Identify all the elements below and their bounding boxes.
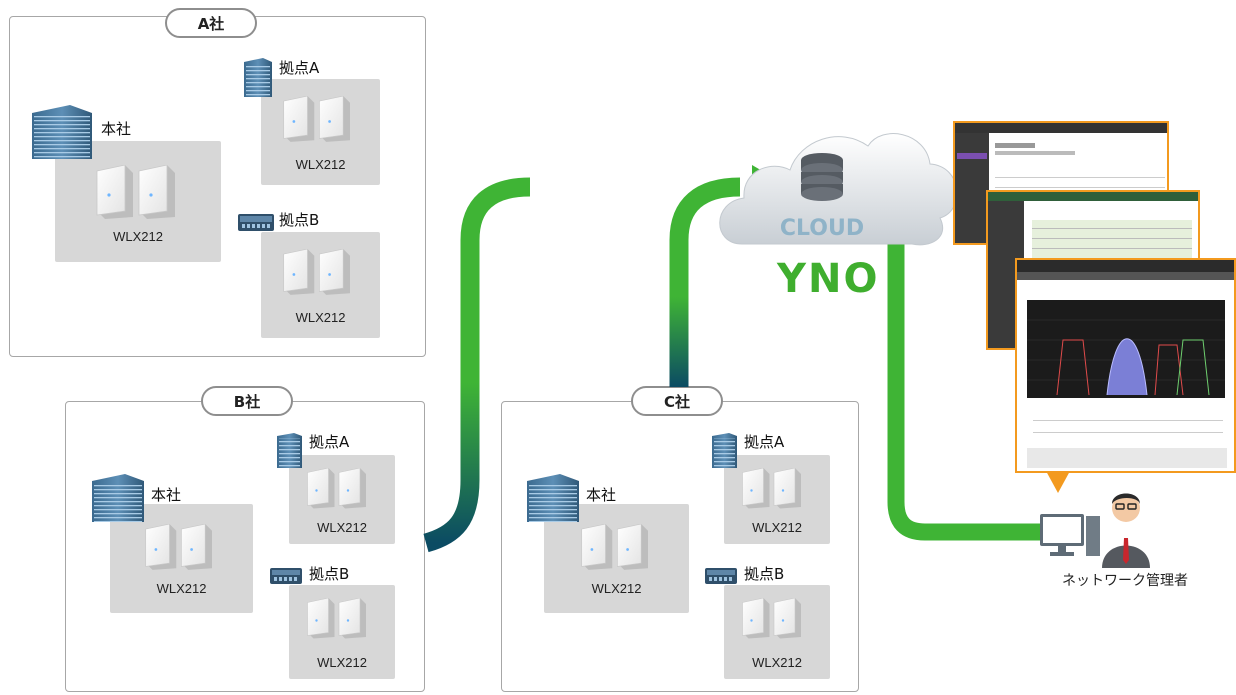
c-site-b-router-icon <box>705 568 737 584</box>
b-hq-label: 本社 <box>151 486 182 504</box>
a-hq-ap-label: WLX212 <box>113 229 163 244</box>
c-site-a-building-icon <box>712 433 737 468</box>
cloud-label: CLOUD <box>780 216 864 241</box>
b-site-a-ap-label: WLX212 <box>317 520 367 535</box>
company-c-tag: C社 <box>631 386 723 416</box>
b-site-b-label: 拠点B <box>309 565 350 583</box>
a-site-b-ap-label: WLX212 <box>295 310 346 325</box>
b-site-a-access-point-pair-icon <box>307 468 366 509</box>
a-hq-access-point-pair-icon <box>96 165 175 219</box>
a-site-b-access-point-pair-icon <box>283 249 350 295</box>
a-site-a-access-point-pair-icon <box>283 96 350 142</box>
a-hq-panel: WLX212 <box>55 141 221 262</box>
callout-pointer <box>1046 471 1070 493</box>
yno-logo: YNO <box>777 256 880 302</box>
screenshot-3 <box>1015 258 1236 473</box>
b-site-a-building-icon <box>277 433 302 468</box>
b-hq-ap-label: WLX212 <box>156 581 207 596</box>
c-hq-access-point-pair-icon <box>581 524 648 570</box>
c-site-a-ap-label: WLX212 <box>752 520 802 535</box>
admin-label: ネットワーク管理者 <box>1062 573 1188 589</box>
b-site-b-router-icon <box>270 568 302 584</box>
b-site-b-ap-label: WLX212 <box>317 655 367 670</box>
c-hq-panel: WLX212 <box>544 504 689 613</box>
company-a-tag: A社 <box>165 8 257 38</box>
a-site-b-label: 拠点B <box>279 211 320 229</box>
link-admin-to-cloud <box>887 238 1040 541</box>
a-site-a-label: 拠点A <box>279 59 320 77</box>
c-hq-building-icon <box>527 474 579 522</box>
a-site-a-building-icon <box>244 58 272 97</box>
b-site-b-access-point-pair-icon <box>307 598 366 639</box>
c-site-b-access-point-pair-icon <box>742 598 801 639</box>
database-icon <box>801 153 843 201</box>
b-hq-building-icon <box>92 474 144 522</box>
link-b-to-cloud <box>423 177 531 553</box>
a-hq-building-icon <box>32 105 92 159</box>
c-site-a-access-point-pair-icon <box>742 468 801 509</box>
c-site-b-label: 拠点B <box>744 565 785 583</box>
a-hq-label: 本社 <box>101 120 132 138</box>
company-b-tag: B社 <box>201 386 293 416</box>
c-site-a-label: 拠点A <box>744 433 785 451</box>
a-site-b-router-icon <box>238 214 274 231</box>
c-site-b-ap-label: WLX212 <box>752 655 802 670</box>
admin-workstation-icon <box>1040 493 1150 568</box>
b-hq-access-point-pair-icon <box>145 524 212 570</box>
link-c-to-cloud <box>669 177 741 387</box>
c-hq-ap-label: WLX212 <box>591 581 642 596</box>
c-hq-label: 本社 <box>586 486 617 504</box>
a-site-a-ap-label: WLX212 <box>295 157 346 172</box>
b-site-a-label: 拠点A <box>309 433 350 451</box>
